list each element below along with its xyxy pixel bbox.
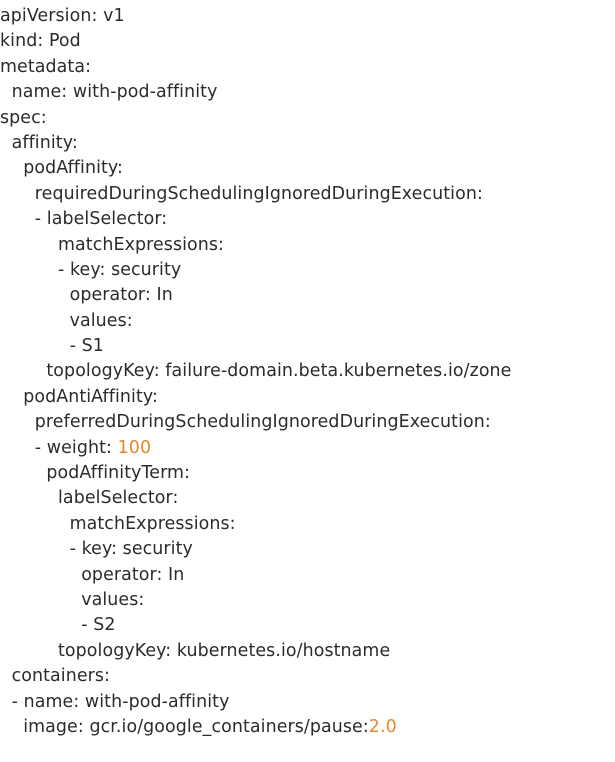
code-text: image: gcr.io/google_containers/pause:: [23, 716, 369, 737]
code-line: matchExpressions:: [0, 233, 615, 258]
code-text: affinity:: [11, 132, 78, 153]
code-text: name: with-pod-affinity: [11, 82, 218, 103]
code-text: - name: with-pod-affinity: [11, 691, 230, 712]
code-text: - labelSelector:: [34, 209, 168, 230]
code-text: podAntiAffinity:: [23, 386, 158, 407]
code-text: values:: [81, 589, 145, 610]
code-text: spec:: [0, 107, 47, 128]
code-line: - name: with-pod-affinity: [0, 690, 615, 715]
code-text: podAffinity:: [23, 158, 124, 179]
code-line: - key: security: [0, 537, 615, 562]
code-line: matchExpressions:: [0, 512, 615, 537]
code-text: - weight:: [34, 437, 118, 458]
code-line: - weight: 100: [0, 436, 615, 461]
code-line: values:: [0, 309, 615, 334]
code-line: podAntiAffinity:: [0, 385, 615, 410]
code-text: kind: Pod: [0, 31, 81, 52]
code-line: metadata:: [0, 55, 615, 80]
code-line: labelSelector:: [0, 486, 615, 511]
code-line: affinity:: [0, 131, 615, 156]
code-text: labelSelector:: [58, 488, 179, 509]
code-line: name: with-pod-affinity: [0, 80, 615, 105]
code-line: spec:: [0, 106, 615, 131]
code-line: apiVersion: v1: [0, 4, 615, 29]
code-text: containers:: [11, 666, 111, 687]
code-text: topologyKey: failure-domain.beta.kuberne…: [46, 361, 512, 382]
code-text: preferredDuringSchedulingIgnoredDuringEx…: [34, 412, 491, 433]
code-line: - S1: [0, 334, 615, 359]
code-text: operator: In: [69, 285, 173, 306]
code-line: podAffinity:: [0, 156, 615, 181]
yaml-code-block: apiVersion: v1 kind: Pod metadata: name: wi…: [0, 4, 615, 740]
code-text: podAffinityTerm:: [46, 463, 191, 484]
code-text: - S1: [69, 336, 104, 357]
code-text: - key: security: [69, 539, 193, 560]
code-text: metadata:: [0, 56, 92, 77]
code-text: matchExpressions:: [69, 513, 236, 534]
code-line: - S2: [0, 613, 615, 638]
code-text: - S2: [81, 615, 116, 636]
code-line: topologyKey: kubernetes.io/hostname: [0, 639, 615, 664]
code-line: containers:: [0, 664, 615, 689]
code-line: values:: [0, 588, 615, 613]
code-text: requiredDuringSchedulingIgnoredDuringExe…: [34, 183, 483, 204]
code-line: podAffinityTerm:: [0, 461, 615, 486]
code-line: kind: Pod: [0, 29, 615, 54]
code-line: operator: In: [0, 283, 615, 308]
code-text: matchExpressions:: [58, 234, 225, 255]
code-text: values:: [69, 310, 133, 331]
code-text: operator: In: [81, 564, 185, 585]
code-line: image: gcr.io/google_containers/pause:2.…: [0, 715, 615, 740]
code-line: preferredDuringSchedulingIgnoredDuringEx…: [0, 410, 615, 435]
numeric-value: 100: [117, 437, 152, 458]
code-line: requiredDuringSchedulingIgnoredDuringExe…: [0, 182, 615, 207]
code-line: topologyKey: failure-domain.beta.kuberne…: [0, 359, 615, 384]
code-line: operator: In: [0, 563, 615, 588]
code-text: topologyKey: kubernetes.io/hostname: [58, 640, 391, 661]
code-text: apiVersion: v1: [0, 6, 125, 26]
code-line: - labelSelector:: [0, 207, 615, 232]
code-text: - key: security: [58, 259, 182, 280]
code-line: - key: security: [0, 258, 615, 283]
numeric-value: 2.0: [368, 716, 397, 737]
